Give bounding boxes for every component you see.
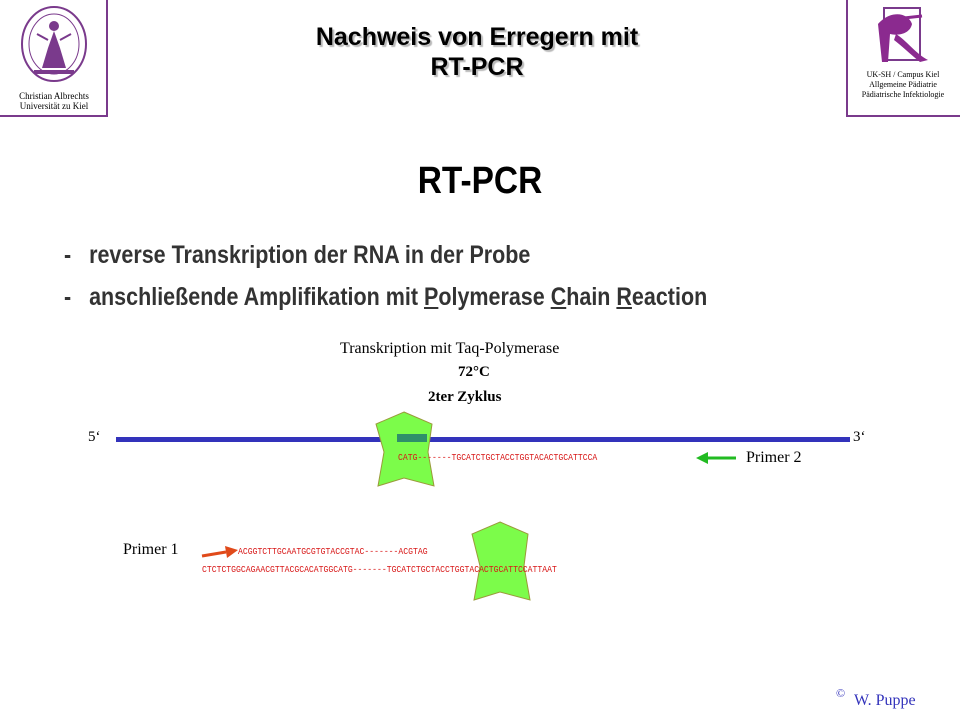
- primer1-arrow-icon: [225, 546, 238, 558]
- bottom-sequence-new-strand: ACGGTCTTGCAATGCGTGTACCGTAC-------ACGTAG: [238, 547, 428, 557]
- acronym-letter-r: R: [616, 283, 632, 311]
- three-prime-end-label: 3‘: [853, 429, 866, 445]
- bullet-amplification: - anschließende Amplifikation mit Polyme…: [64, 283, 707, 312]
- diagram-temperature: 72°C: [458, 364, 490, 380]
- primer1-label: Primer 1: [123, 541, 179, 558]
- slide-title: Nachweis von Erregern mit RT-PCR: [110, 22, 844, 82]
- header-bottom-rule-right: [846, 115, 960, 117]
- bullet-text-eaction: eaction: [631, 283, 708, 311]
- template-strand: [116, 437, 850, 442]
- clinic-name-line1: UK-SH / Campus Kiel: [866, 70, 940, 79]
- university-name-line1: Christian Albrechts: [19, 91, 89, 101]
- clinic-name-line3: Pädiatrische Infektiologie: [861, 90, 945, 99]
- author-name: W. Puppe: [854, 692, 916, 709]
- taq-polymerase-top: [375, 411, 435, 487]
- bullet-dash: -: [64, 283, 72, 311]
- bottom-sequence-template: CTCTCTGGCAGAACGTTACGCACATGGCATG-------TG…: [202, 565, 557, 575]
- bullet-reverse-transcription: - reverse Transkription der RNA in der P…: [64, 241, 530, 270]
- five-prime-end-label: 5‘: [88, 429, 101, 445]
- university-logo: Christian Albrechts Universität zu Kiel: [4, 4, 104, 114]
- diagram-cycle: 2ter Zyklus: [428, 389, 502, 405]
- bullet-text: reverse Transkription der RNA in der Pro…: [89, 241, 531, 269]
- ukm-logo-icon: [878, 7, 928, 63]
- header-divider-left: [106, 0, 108, 116]
- pcr-diagram: [116, 411, 850, 601]
- bullet-text-hain: hain: [566, 283, 617, 311]
- taq-polymerase-bottom: [471, 521, 531, 601]
- page-title: RT-PCR: [417, 160, 543, 202]
- diagram-caption: Transkription mit Taq-Polymerase: [340, 340, 560, 357]
- slide-title-line1: Nachweis von Erregern mit: [315, 23, 639, 51]
- bullet-dash: -: [64, 241, 72, 269]
- clinic-name-line2: Allgemeine Pädiatrie: [869, 80, 937, 89]
- header-divider-right: [846, 0, 848, 116]
- header-bottom-rule-left: [0, 115, 108, 117]
- university-name-line2: Universität zu Kiel: [19, 101, 89, 111]
- primer1-arrow-shaft: [201, 550, 227, 558]
- bullet-text-pre: anschließende Amplifikation mit: [89, 283, 424, 311]
- university-seal-icon: [21, 6, 87, 82]
- primer2-arrow-icon: [696, 452, 708, 464]
- acronym-letter-c: C: [550, 283, 567, 311]
- top-sequence: CATG-------TGCATCTGCTACCTGGTACACTGCATTCC…: [398, 453, 598, 463]
- clinic-logo: UK-SH / Campus Kiel Allgemeine Pädiatrie…: [848, 4, 958, 114]
- primer2-label: Primer 2: [746, 449, 802, 466]
- enzyme-binding-site-top: [397, 434, 427, 442]
- acronym-letter-p: P: [423, 283, 439, 311]
- slide-title-line2: RT-PCR: [430, 53, 524, 81]
- bullet-text-olymerase: olymerase: [438, 283, 551, 311]
- copyright-symbol: ©: [836, 686, 846, 700]
